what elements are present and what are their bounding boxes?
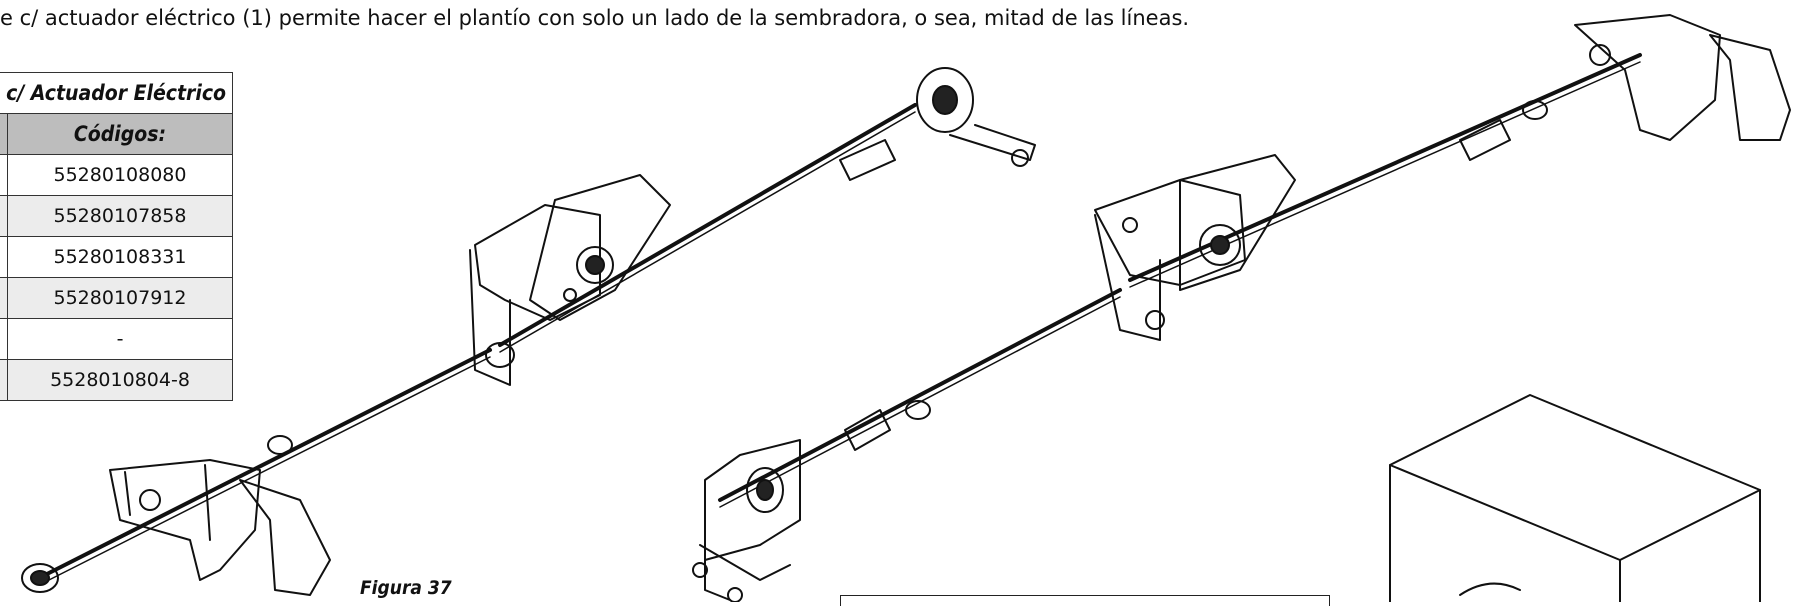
table-row: 55280108080 — [0, 154, 233, 196]
table-title-row: c/ Actuador Eléctrico — [0, 72, 233, 114]
table-header-row: Códigos: — [0, 113, 233, 155]
codes-table: c/ Actuador Eléctrico Códigos: 552801080… — [0, 72, 233, 401]
table-row: 5528010804-8 — [0, 359, 233, 401]
bottom-table-edge — [840, 595, 1330, 606]
code-cell: 55280107912 — [7, 277, 233, 319]
box-drawing — [1389, 394, 1761, 602]
code-cell: 5528010804-8 — [7, 359, 233, 401]
shaft-assembly-right — [692, 14, 1791, 602]
code-cell: 55280108331 — [7, 236, 233, 278]
figure-caption: Figura 37 — [360, 577, 452, 599]
code-cell: 55280108080 — [7, 154, 233, 196]
table-title: c/ Actuador Eléctrico — [0, 72, 233, 114]
intro-paragraph: e c/ actuador eléctrico (1) permite hace… — [0, 6, 1190, 30]
table-row: 55280107912 — [0, 277, 233, 319]
table-row: 55280108331 — [0, 236, 233, 278]
shaft-assembly-left — [21, 67, 1036, 596]
codes-header: Códigos: — [7, 113, 233, 155]
